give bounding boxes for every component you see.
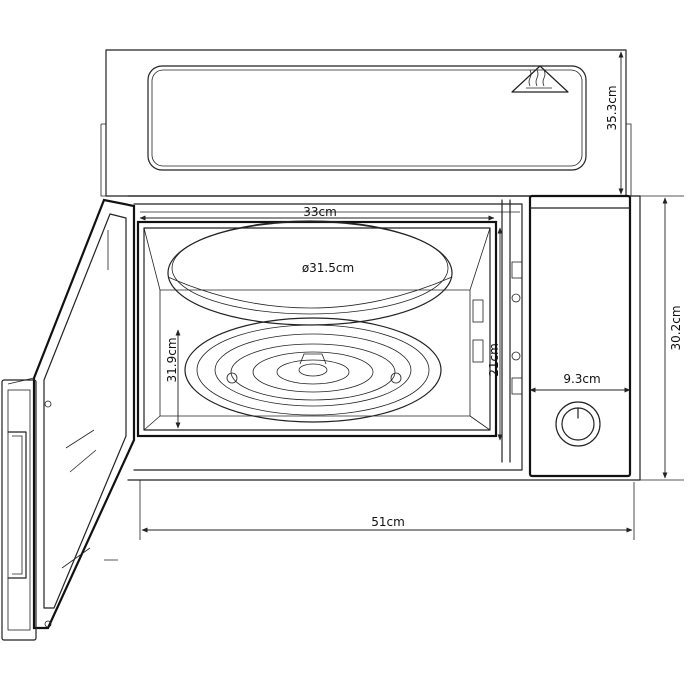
oven-cavity xyxy=(136,220,498,438)
door-latch-strip xyxy=(501,199,523,463)
dimension-lines xyxy=(139,51,684,540)
main-body xyxy=(127,195,641,481)
top-housing xyxy=(100,49,632,197)
label-cavity-depth: 31.9cm xyxy=(165,337,179,382)
control-panel xyxy=(528,194,632,478)
label-panel-width: 9.3cm xyxy=(563,372,600,386)
label-body-height: 30.2cm xyxy=(669,305,683,350)
label-height-total: 35.3cm xyxy=(605,85,619,130)
label-turntable-diameter: ø31.5cm xyxy=(302,261,354,275)
hot-surface-warning-icon xyxy=(511,65,569,93)
open-door xyxy=(1,198,136,641)
label-cavity-width: 33cm xyxy=(303,205,337,219)
label-total-width: 51cm xyxy=(371,515,405,529)
timer-knob[interactable] xyxy=(561,407,595,441)
label-cavity-height: 21cm xyxy=(487,343,501,377)
